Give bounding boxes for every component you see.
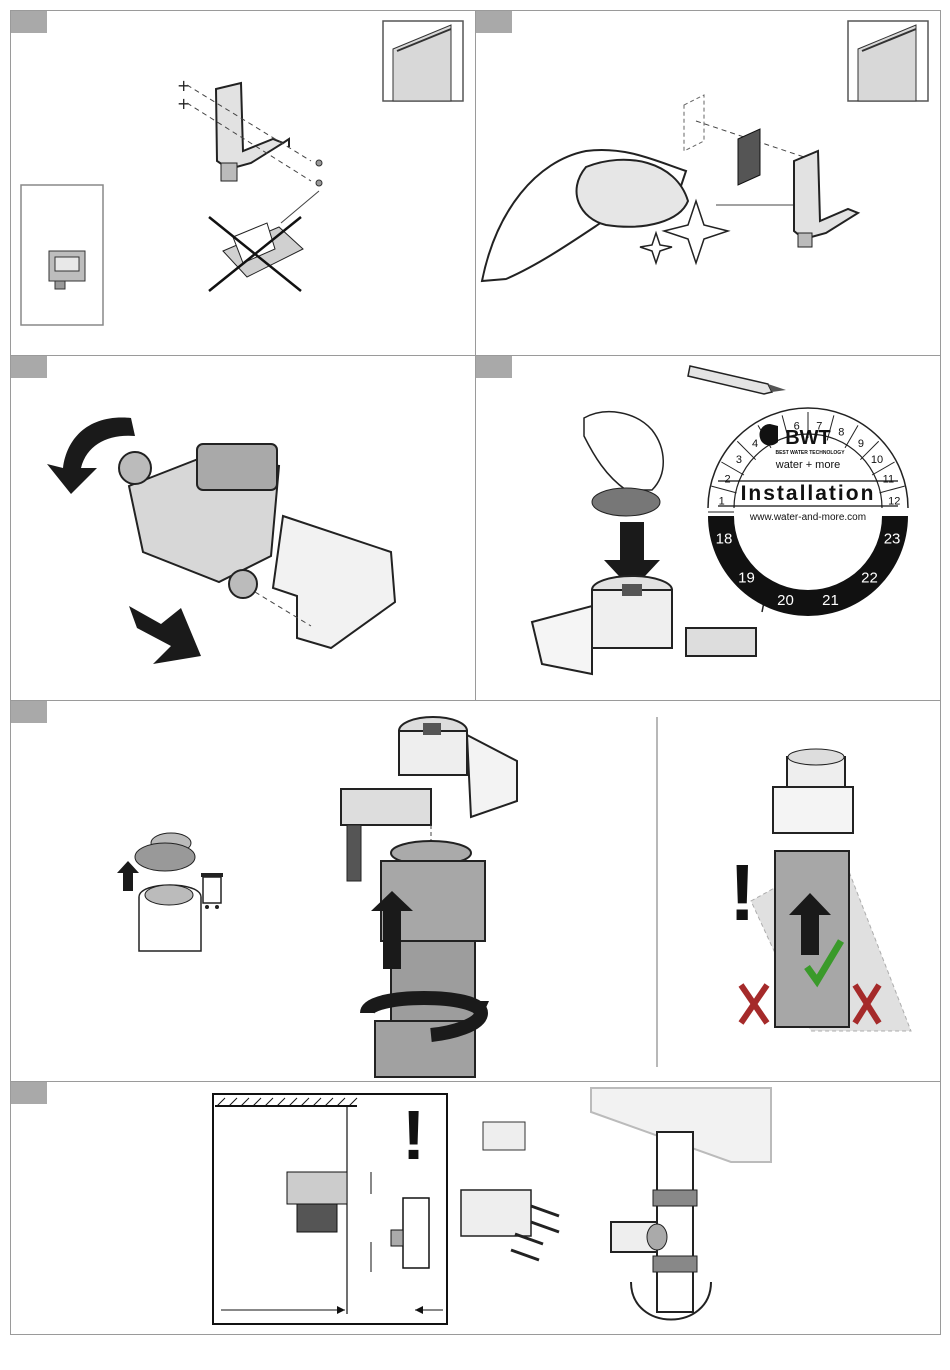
- clean-wall-illustration: [476, 11, 942, 357]
- warning-mark-drain: !: [402, 1100, 425, 1170]
- month-label: 10: [871, 454, 883, 466]
- panel-clean-wall: [475, 10, 941, 356]
- panel-insert-cartridge: !: [10, 700, 941, 1082]
- step-tab: [476, 356, 512, 378]
- insert-cartridge-illustration: [11, 701, 942, 1083]
- trash-bin-icon: [201, 873, 223, 909]
- panel-drain-connection: !: [10, 1081, 941, 1335]
- month-label: 11: [883, 474, 894, 486]
- month-label: 4: [752, 438, 758, 450]
- panel-mount-bracket: + +: [10, 10, 476, 356]
- installation-heading: Installation: [741, 482, 876, 505]
- month-label: 9: [858, 438, 864, 450]
- tagline: water + more: [775, 459, 841, 471]
- year-label: 23: [884, 531, 901, 548]
- year-label: 19: [738, 570, 755, 587]
- remove-head-illustration: [11, 356, 477, 702]
- brand-subtitle: BEST WATER TECHNOLOGY: [775, 450, 845, 456]
- step-tab: [11, 11, 47, 33]
- mount-bracket-illustration: + +: [11, 11, 477, 357]
- year-label: 18: [716, 531, 733, 548]
- year-label: 22: [861, 570, 878, 587]
- step-tab: [11, 356, 47, 378]
- year-label: 21: [822, 592, 839, 609]
- month-label: 8: [838, 427, 844, 439]
- step-tab: [11, 1082, 47, 1104]
- website-url: www.water-and-more.com: [749, 512, 866, 523]
- month-label: 3: [736, 454, 742, 466]
- month-label: 2: [725, 474, 731, 486]
- brand-name: BWT: [785, 427, 831, 449]
- panel-remove-head: [10, 355, 476, 701]
- step-tab: [476, 11, 512, 33]
- drain-connection-illustration: [11, 1082, 942, 1336]
- step-tab: [11, 701, 47, 723]
- year-label: 20: [777, 592, 794, 609]
- warning-mark: !: [729, 853, 756, 933]
